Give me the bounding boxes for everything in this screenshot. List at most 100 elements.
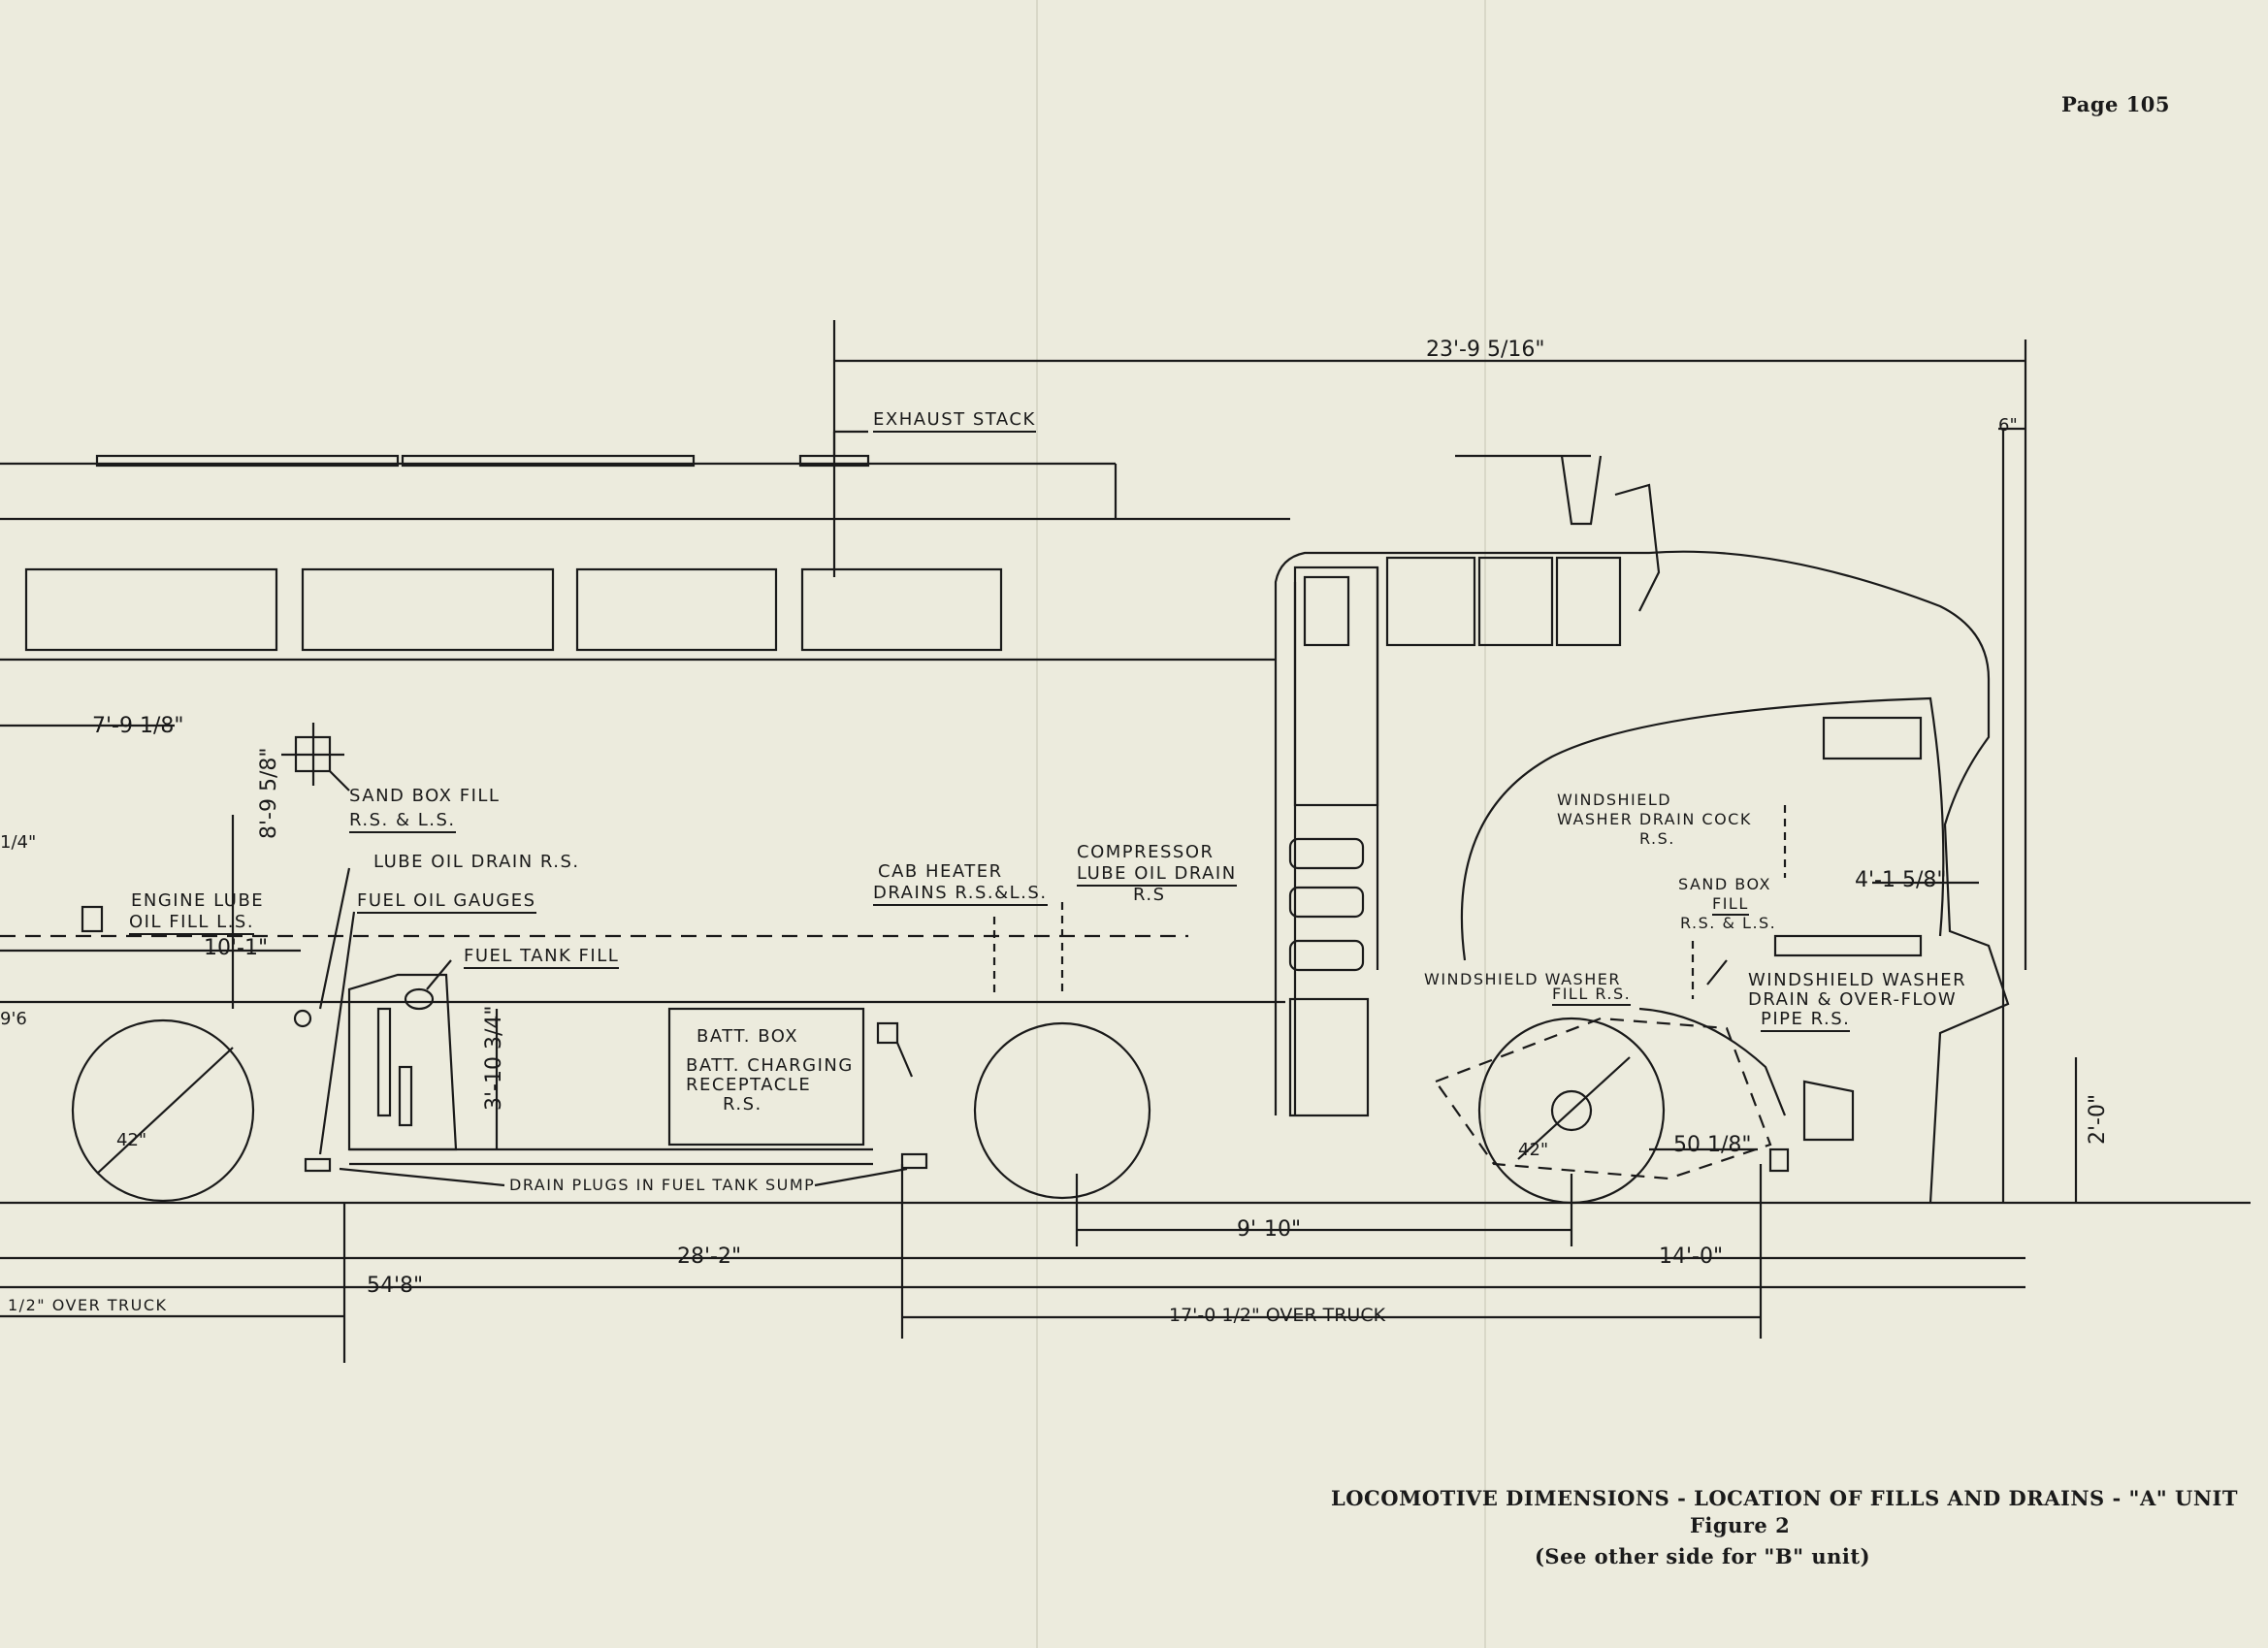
battery-box [667,1007,865,1147]
label-sand-box-2: SAND BOX [1678,875,1771,893]
fuel-gauge [376,1007,392,1117]
step-slot [1288,939,1365,972]
roof-vent [401,454,696,468]
label-engine-lube: ENGINE LUBE [131,890,265,911]
dimension-10-1: 10'-1" [204,936,269,960]
truck-outline [1434,1017,1772,1180]
label-compressor-2: LUBE OIL DRAIN [1077,863,1237,887]
leader-drain [814,1167,908,1187]
dimension-9-10: 9'-10" [1237,1217,1302,1242]
cab-step [1288,997,1370,1117]
label-batt-charging-3: R.S. [723,1094,762,1115]
cab-door [1293,565,1379,807]
horn-mount [1560,455,1603,526]
label-sand-box-fill: SAND BOX FILL [349,786,501,806]
dimension-3-10: 3'-10 3/4" [482,1005,506,1112]
step-slot [1288,837,1365,870]
label-compressor: COMPRESSOR [1077,842,1215,862]
leader-sand [329,770,350,792]
roof-vent [95,454,400,468]
dimension-left-9-6: 9'6 [0,1009,27,1029]
coupler [1802,1080,1855,1142]
leader-receptacle [895,1042,914,1078]
label-fuel-tank-fill: FUEL TANK FILL [464,946,620,969]
wheel [973,1021,1151,1200]
drain-plug [304,1157,332,1173]
dimension-28-2: 28'-2" [677,1244,742,1269]
caption-figure: Figure 2 [1690,1513,1791,1537]
fuel-gauge [398,1065,413,1127]
lube-drain-marker [293,1009,312,1028]
side-window [24,567,278,652]
label-cab-heater-2: DRAINS R.S.&L.S. [873,883,1048,906]
label-engine-lube-2: OIL FILL L.S. [129,912,255,935]
drain-plug [900,1152,928,1170]
dimension-54-8: 54'8" [367,1274,424,1298]
engine-lube-fill-marker [81,905,104,933]
label-ws-washer-drain: WINDSHIELD WASHER [1748,970,1967,990]
dimension-6: 6" [1998,415,2018,436]
label-exhaust-stack: EXHAUST STACK [873,409,1036,433]
step-slot [1288,886,1365,919]
fuel-fill-cap [404,987,435,1011]
nose-step [1773,934,1923,957]
dimension-42-front: 42" [116,1130,147,1150]
leader-lube [318,867,351,1010]
wheel-hub [1550,1089,1593,1132]
label-batt-charging: BATT. CHARGING [686,1055,854,1076]
label-ws-washer-drain-3: PIPE R.S. [1761,1009,1851,1032]
label-ws-washer-drain-2: DRAIN & OVER-FLOW [1748,989,1958,1010]
label-sand-box-2b: FILL [1712,894,1749,916]
label-sand-box-2c: R.S. & L.S. [1680,914,1777,932]
truck-side [1638,1007,1787,1116]
label-ws-washer-fill: WINDSHIELD WASHER [1424,970,1621,988]
dimension-over-truck: 1/2" OVER TRUCK [8,1296,168,1314]
nose-panel [1460,696,1945,961]
label-sand-box-fill-side: R.S. & L.S. [349,810,456,833]
dimension-8-9: 8'-9 5/8" [257,747,281,840]
label-ws-drain-cock: WINDSHIELD [1557,791,1672,809]
label-cab-heater: CAB HEATER [878,861,1003,882]
cab-window [1385,556,1476,647]
dimension-42-rear: 42" [1518,1140,1549,1160]
leader-ws-drain [1706,959,1728,986]
label-compressor-3: R.S [1133,885,1166,905]
side-window [575,567,778,652]
dimension-left-fraction: 1/4" [0,832,37,853]
label-fuel-oil-gauges: FUEL OIL GAUGES [357,890,536,914]
label-ws-washer-fill-2: FILL R.S. [1552,985,1632,1006]
cab-window [1477,556,1554,647]
leader-gauges [318,911,356,1155]
dimension-17-0: 17'-0 1/2" OVER TRUCK [1169,1305,1386,1326]
paper-fold-line [1484,0,1486,1648]
cab-outline [1274,550,2010,1204]
headlight-panel [1822,716,1923,760]
dimension-4-1: 4'-1 5/8" [1855,868,1947,892]
caption-note: (See other side for "B" unit) [1535,1544,1871,1568]
label-batt-box: BATT. BOX [697,1026,799,1047]
wheel [71,1018,255,1203]
label-lube-oil-drain: LUBE OIL DRAIN R.S. [373,852,580,872]
paper-fold-line [1036,0,1038,1648]
dimension-23-9: 23'-9 5/16" [1426,338,1545,362]
label-ws-drain-cock-3: R.S. [1639,829,1675,848]
ws-drain-marker [1768,1147,1790,1173]
dimension-14-0: 14'-0" [1659,1244,1724,1269]
cab-window [1555,556,1622,647]
side-window [301,567,555,652]
label-batt-charging-2: RECEPTACLE [686,1075,812,1095]
dimension-2-0: 2'-0" [2086,1093,2110,1145]
label-drain-plugs: DRAIN PLUGS IN FUEL TANK SUMP [509,1176,816,1194]
page-number: Page 105 [2061,92,2171,116]
leader-fuelfill [426,959,452,990]
side-window [800,567,1003,652]
wheel-radius [96,1047,234,1175]
dimension-7-9: 7'-9 1/8" [92,714,184,738]
wheel-radius [1517,1056,1631,1160]
windshield [1614,483,1661,612]
batt-receptacle [876,1021,899,1045]
leader-drain [339,1167,505,1187]
caption-title: LOCOMOTIVE DIMENSIONS - LOCATION OF FILL… [1331,1486,2238,1510]
